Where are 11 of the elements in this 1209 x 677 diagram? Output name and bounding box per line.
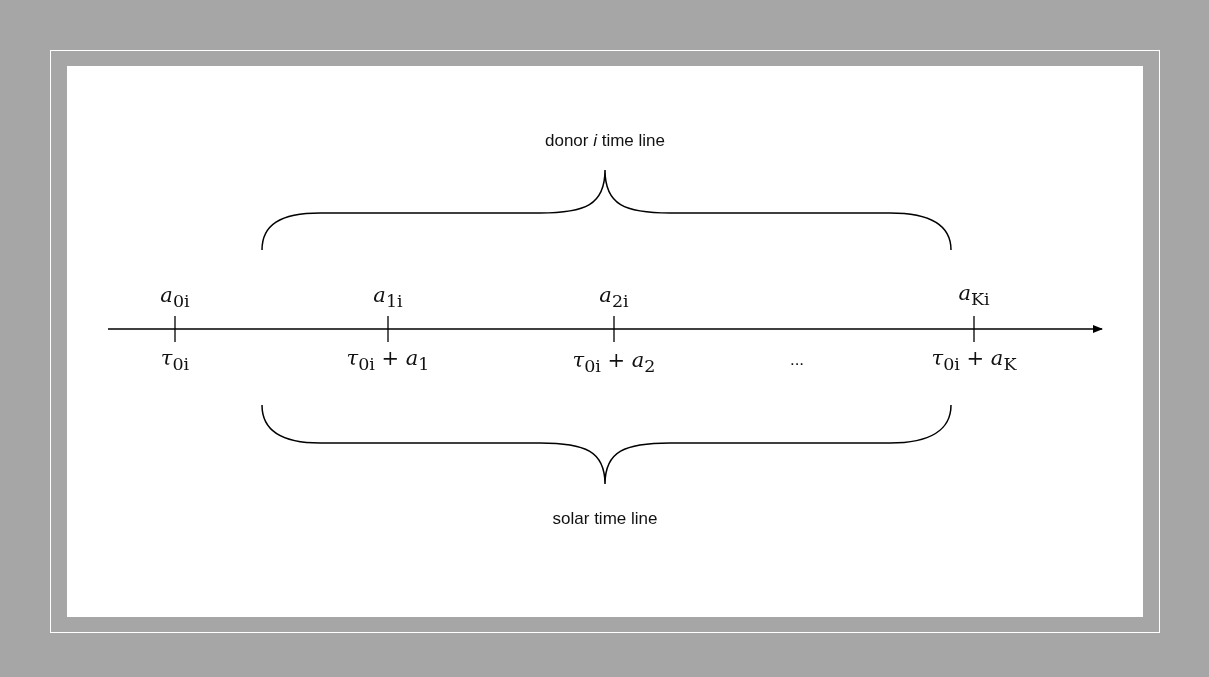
tick-label: a$_{Ki}$	[958, 280, 990, 310]
brace-label: donor i time line	[545, 131, 665, 151]
tick-label: τ$_{0i}$ + a$_{2}$	[572, 347, 656, 377]
ellipsis: ...	[789, 350, 805, 370]
tick-label: τ$_{0i}$	[160, 345, 190, 375]
tick-label: a$_{2i}$	[599, 282, 629, 312]
tick-label: τ$_{0i}$ + a$_{K}$	[931, 345, 1017, 375]
tick-label: τ$_{0i}$ + a$_{1}$	[346, 345, 430, 375]
tick-label: a$_{0i}$	[160, 282, 190, 312]
brace-label: solar time line	[552, 509, 658, 529]
tick-label: a$_{1i}$	[373, 282, 403, 312]
